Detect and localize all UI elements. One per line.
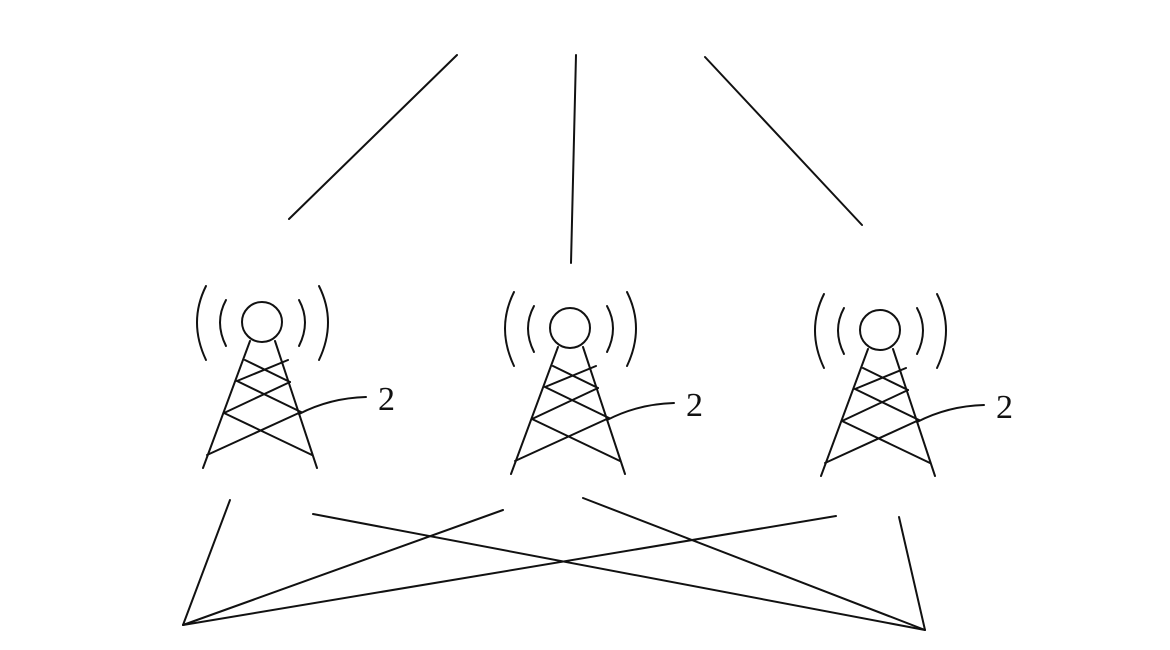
tower-brace xyxy=(824,419,920,464)
antenna-circle xyxy=(859,309,901,351)
lower-link xyxy=(312,513,926,631)
tower-brace xyxy=(206,411,302,456)
tower-brace xyxy=(544,386,610,419)
signal-wave-icon xyxy=(916,307,924,355)
leader-line xyxy=(606,402,675,421)
signal-wave-icon xyxy=(298,299,306,347)
antenna-circle xyxy=(549,307,591,349)
signal-wave-icon xyxy=(814,293,825,369)
signal-wave-icon xyxy=(318,285,329,361)
lower-link xyxy=(582,497,926,631)
upper-link-left xyxy=(288,54,458,220)
signal-wave-icon xyxy=(504,291,515,367)
lower-connection-lines xyxy=(182,497,926,631)
lower-link xyxy=(182,509,504,626)
upper-link-center xyxy=(570,54,577,264)
tower-brace xyxy=(531,418,621,462)
antenna-circle xyxy=(241,301,283,343)
signal-wave-icon xyxy=(606,305,614,353)
lower-link xyxy=(898,516,926,631)
tower-brace xyxy=(223,381,291,414)
tower-right: 2 xyxy=(814,293,1013,477)
tower-left: 2 xyxy=(196,285,395,469)
upper-link-right xyxy=(704,56,863,226)
tower-brace xyxy=(841,420,931,464)
reference-label: 2 xyxy=(378,381,395,418)
tower-brace xyxy=(236,380,302,413)
tower-center: 2 xyxy=(504,291,703,475)
leader-line xyxy=(298,396,367,415)
lower-link xyxy=(182,515,837,626)
leader-line xyxy=(916,404,985,423)
lower-link xyxy=(182,499,231,626)
upper-connection-lines xyxy=(288,54,863,264)
tower-brace xyxy=(544,365,597,388)
signal-wave-icon xyxy=(219,299,227,347)
tower-brace xyxy=(841,389,909,422)
tower-brace xyxy=(223,412,313,456)
reference-label: 2 xyxy=(686,387,703,424)
tower-brace xyxy=(854,367,907,390)
signal-wave-icon xyxy=(837,307,845,355)
tower-leg xyxy=(892,348,936,477)
tower-leg xyxy=(582,346,626,475)
tower-leg xyxy=(274,340,318,469)
reference-label: 2 xyxy=(996,389,1013,426)
tower-brace xyxy=(552,365,599,389)
tower-brace xyxy=(862,367,909,391)
signal-wave-icon xyxy=(196,285,207,361)
tower-leg xyxy=(820,348,869,477)
signal-wave-icon xyxy=(936,293,947,369)
tower-brace xyxy=(531,387,599,420)
tower-brace xyxy=(236,359,289,382)
tower-brace xyxy=(514,417,610,462)
signal-wave-icon xyxy=(527,305,535,353)
signal-wave-icon xyxy=(626,291,637,367)
tower-brace xyxy=(244,359,291,383)
tower-brace xyxy=(854,388,920,421)
tower-leg xyxy=(510,346,559,475)
tower-leg xyxy=(202,340,251,469)
